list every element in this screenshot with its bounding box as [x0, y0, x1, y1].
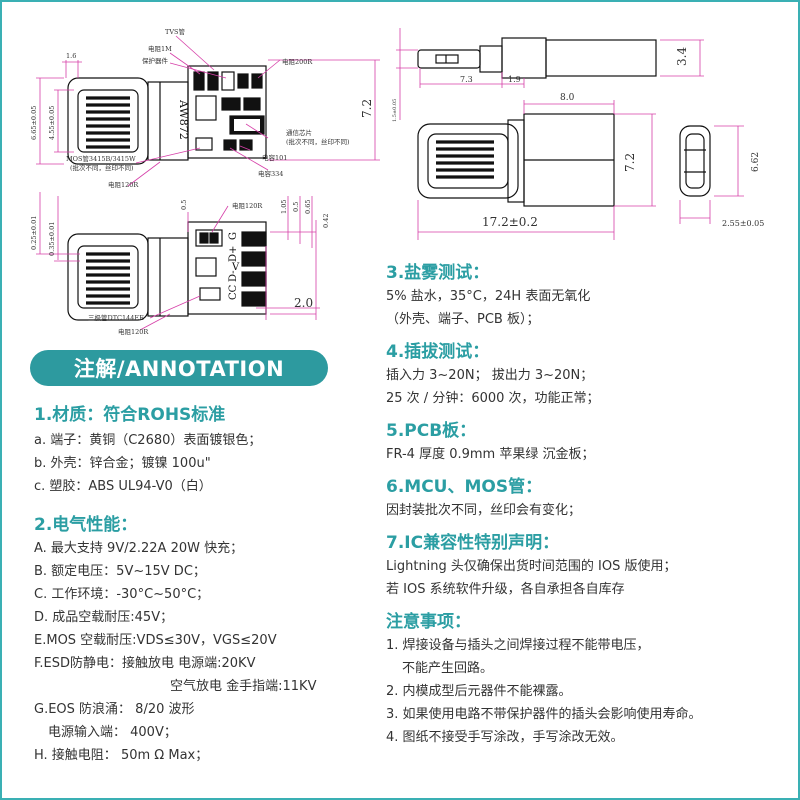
electrical-line: B. 额定电压：5V~15V DC； — [34, 564, 206, 579]
chip-mark: AW872 — [177, 99, 190, 140]
dim-1-9: 1.9 — [508, 75, 521, 84]
section-plug-title: 4.插拔测试： — [386, 342, 490, 362]
note-line: 3. 如果使用电路不带保护器件的插头会影响使用寿命。 — [386, 707, 702, 722]
label-comm-chip-note: (批次不同，丝印不同) — [286, 137, 350, 146]
section-mcu-title: 6.MCU、MOS管： — [386, 477, 543, 497]
dim-7-2-b: 7.2 — [623, 153, 637, 172]
label-tvs: TVS管 — [165, 27, 185, 36]
pin-v: V — [231, 262, 240, 273]
label-r200r: 电阻200R — [282, 57, 313, 66]
mcu-line: 因封装批次不同，丝印会有变化； — [386, 503, 582, 518]
label-protect: 保护器件 — [142, 56, 169, 65]
material-terminal: a. 端子：黄铜（C2680）表面镀银色； — [34, 433, 262, 448]
electrical-line: G.EOS 防浪涌： 8/20 波形 — [34, 702, 195, 717]
pin-dminus: D- — [228, 270, 239, 282]
note-line: 2. 内模成型后元器件不能裸露。 — [386, 684, 572, 699]
electrical-line: A. 最大支持 9V/2.22A 20W 快充； — [34, 541, 244, 556]
note-line: 4. 图纸不接受手写涂改，手写涂改无效。 — [386, 730, 624, 745]
section-pcb-title: 5.PCB板： — [386, 421, 477, 441]
end-view — [679, 125, 711, 197]
pcb-front-view: AW872 — [67, 65, 267, 165]
dim-2-0: 2.0 — [294, 296, 313, 310]
electrical-line: D. 成品空载耐压:45V； — [34, 610, 174, 625]
label-r120r-b: 电阻120R — [232, 201, 263, 210]
dim-8-0: 8.0 — [560, 93, 575, 103]
saltspray-line: 5% 盐水，35°C，24H 表面无氧化 — [386, 289, 591, 304]
label-c334: 电容334 — [258, 169, 283, 178]
dim-0-35: 0.35±0.01 — [48, 222, 56, 256]
dim-2-55: 2.55±0.05 — [722, 219, 764, 228]
dim-6-65: 6.65±0.05 — [30, 106, 38, 140]
plug-line: 插入力 3~20N； 拔出力 3~20N； — [386, 368, 594, 383]
dim-17-2: 17.2±0.2 — [482, 215, 538, 229]
note-line: 1. 焊接设备与插头之间焊接过程不能带电压， — [386, 638, 650, 653]
electrical-line: 空气放电 金手指端:11KV — [170, 679, 317, 694]
section-saltspray-title: 3.盐雾测试： — [386, 263, 490, 283]
plug-line: 25 次 / 分钟：6000 次，功能正常； — [386, 391, 600, 406]
top-view — [417, 113, 615, 207]
note-line: 不能产生回路。 — [402, 661, 494, 676]
ic-line: Lightning 头仅确保出货时间范围的 IOS 版使用； — [386, 559, 677, 574]
pin-g: G — [228, 232, 239, 240]
label-transistor: 三极管DTC144EE — [88, 313, 144, 322]
dim-3-4: 3.4 — [675, 47, 689, 66]
dim-7-3: 7.3 — [460, 75, 473, 84]
label-mos-note: (批次不同，丝印不同) — [70, 163, 134, 172]
dim-1-5: 1.5±0.05 — [392, 99, 398, 122]
label-r120r-c: 电阻120R — [118, 327, 149, 336]
material-plastic: c. 塑胶：ABS UL94-V0（白） — [34, 479, 212, 494]
right-column: 3.盐雾测试： 5% 盐水，35°C，24H 表面无氧化 （外壳、端子、PCB … — [386, 258, 796, 749]
section-ic-title: 7.IC兼容性特别声明： — [386, 533, 560, 553]
dim-0-42: 0.42 — [322, 214, 330, 228]
technical-drawing: AW872 TVS管 电阻1M 保护器件 电阻200R 通信芯片 (批次不同，丝… — [30, 27, 764, 336]
pcb-line: FR-4 厚度 0.9mm 苹果绿 沉金板； — [386, 447, 595, 462]
electrical-line: 电源输入端： 400V； — [48, 725, 177, 740]
dim-1-6: 1.6 — [66, 52, 76, 60]
electrical-line: C. 工作环境：-30°C~50°C； — [34, 587, 210, 602]
electrical-line: F.ESD防静电：接触放电 电源端:20KV — [34, 656, 256, 671]
ic-line: 若 IOS 系统软件升级，各自承担各自库存 — [386, 582, 625, 597]
dim-6-62: 6.62 — [751, 152, 761, 172]
electrical-line: H. 接触电阻： 50m Ω Max； — [34, 748, 209, 763]
annotation-title: 注解/ANNOTATION — [30, 350, 328, 386]
label-comm-chip: 通信芯片 — [286, 128, 312, 137]
dim-0-5b: 0.5 — [292, 202, 300, 212]
label-c101: 电容101 — [262, 153, 287, 162]
label-mos: MOS管3415B/3415W — [66, 154, 136, 163]
dim-1-05: 1.05 — [280, 200, 288, 214]
section-electrical-title: 2.电气性能： — [34, 515, 138, 535]
electrical-line: E.MOS 空载耐压:VDS≤30V，VGS≤20V — [34, 633, 277, 648]
section-notes-title: 注意事项： — [386, 612, 471, 632]
dim-0-5: 0.5 — [180, 200, 188, 210]
label-r120r-a: 电阻120R — [108, 180, 139, 189]
dim-7-2-a: 7.2 — [360, 99, 374, 118]
material-shell: b. 外壳：锌合金；镀镍 100u" — [34, 456, 211, 471]
pin-dplus: D+ — [228, 246, 239, 262]
pin-cc: CC — [228, 284, 239, 300]
section-material-title: 1.材质：符合ROHS标准 — [34, 405, 226, 425]
dim-0-25: 0.25±0.01 — [30, 216, 38, 250]
dim-0-65: 0.65 — [304, 200, 312, 214]
saltspray-line: （外壳、端子、PCB 板）； — [386, 312, 540, 327]
left-column: 1.材质：符合ROHS标准 a. 端子：黄铜（C2680）表面镀银色； b. 外… — [34, 400, 384, 767]
label-r1m: 电阻1M — [148, 44, 172, 53]
dim-4-55: 4.55±0.05 — [48, 106, 56, 140]
